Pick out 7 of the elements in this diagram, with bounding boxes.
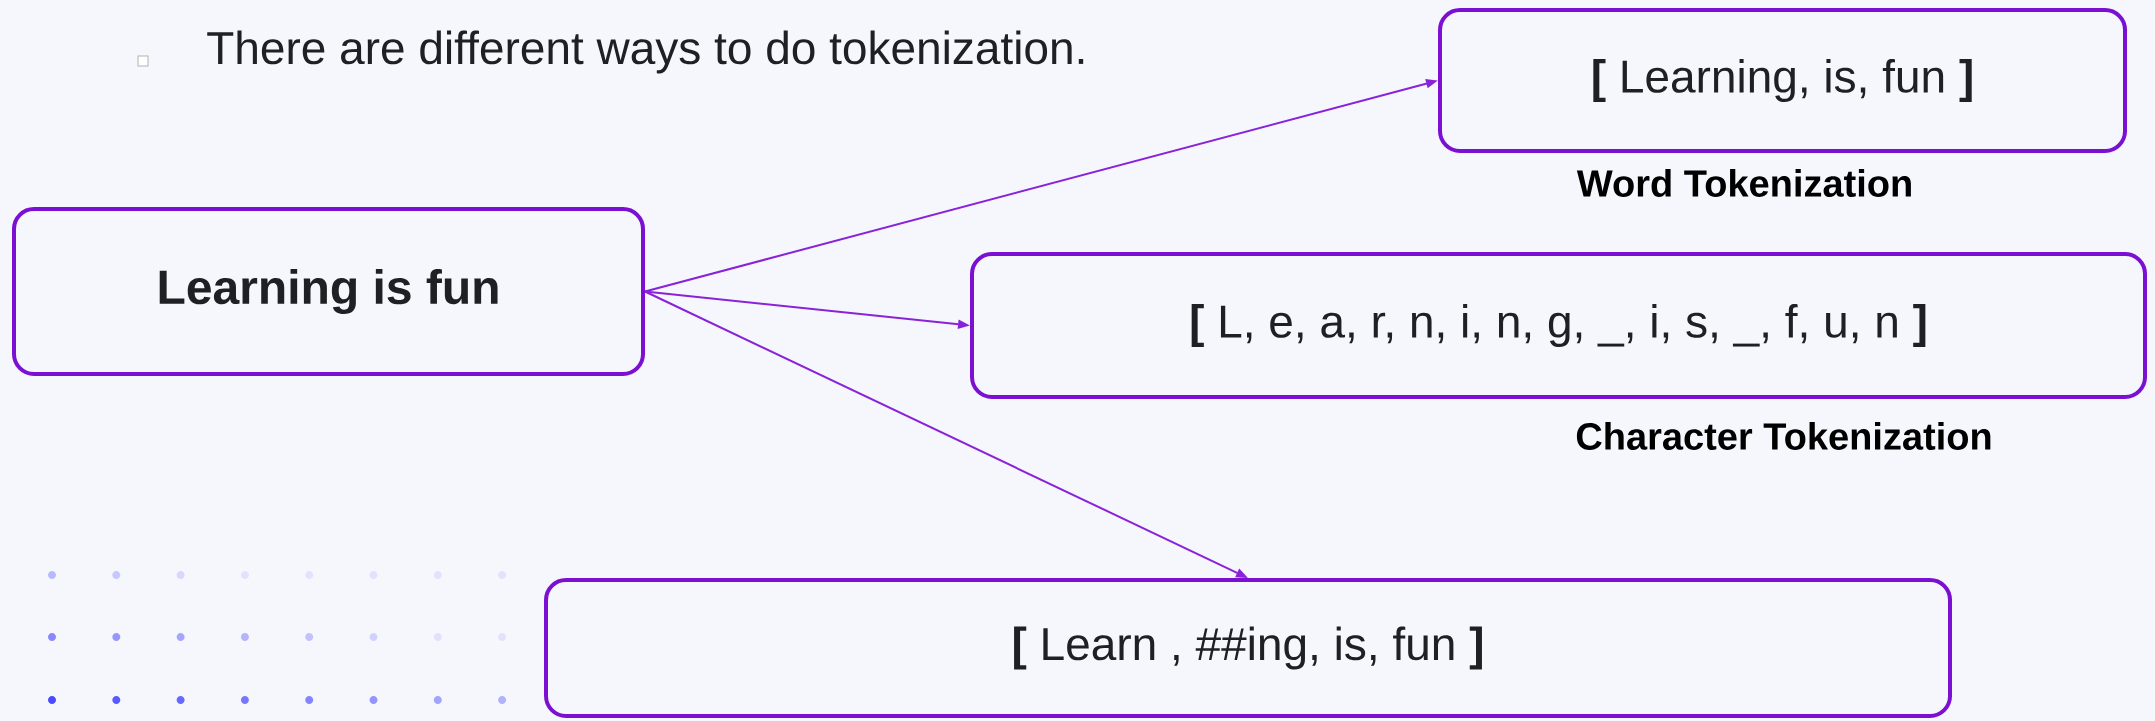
token-box: [ Learning, is, fun ]	[1438, 8, 2127, 153]
token-box: [ Learn , ##ing, is, fun ]	[544, 578, 1952, 718]
method-caption: Word Tokenization	[1576, 169, 1911, 197]
token-box: Learning is fun	[12, 207, 645, 376]
method-caption: Character Tokenization	[1576, 422, 1991, 450]
token-box: [ L, e, a, r, n, i, n, g, _, i, s, _, f, u, n ]	[970, 252, 2147, 399]
bullet-text: There are different ways to do tokenization.	[207, 30, 1084, 74]
